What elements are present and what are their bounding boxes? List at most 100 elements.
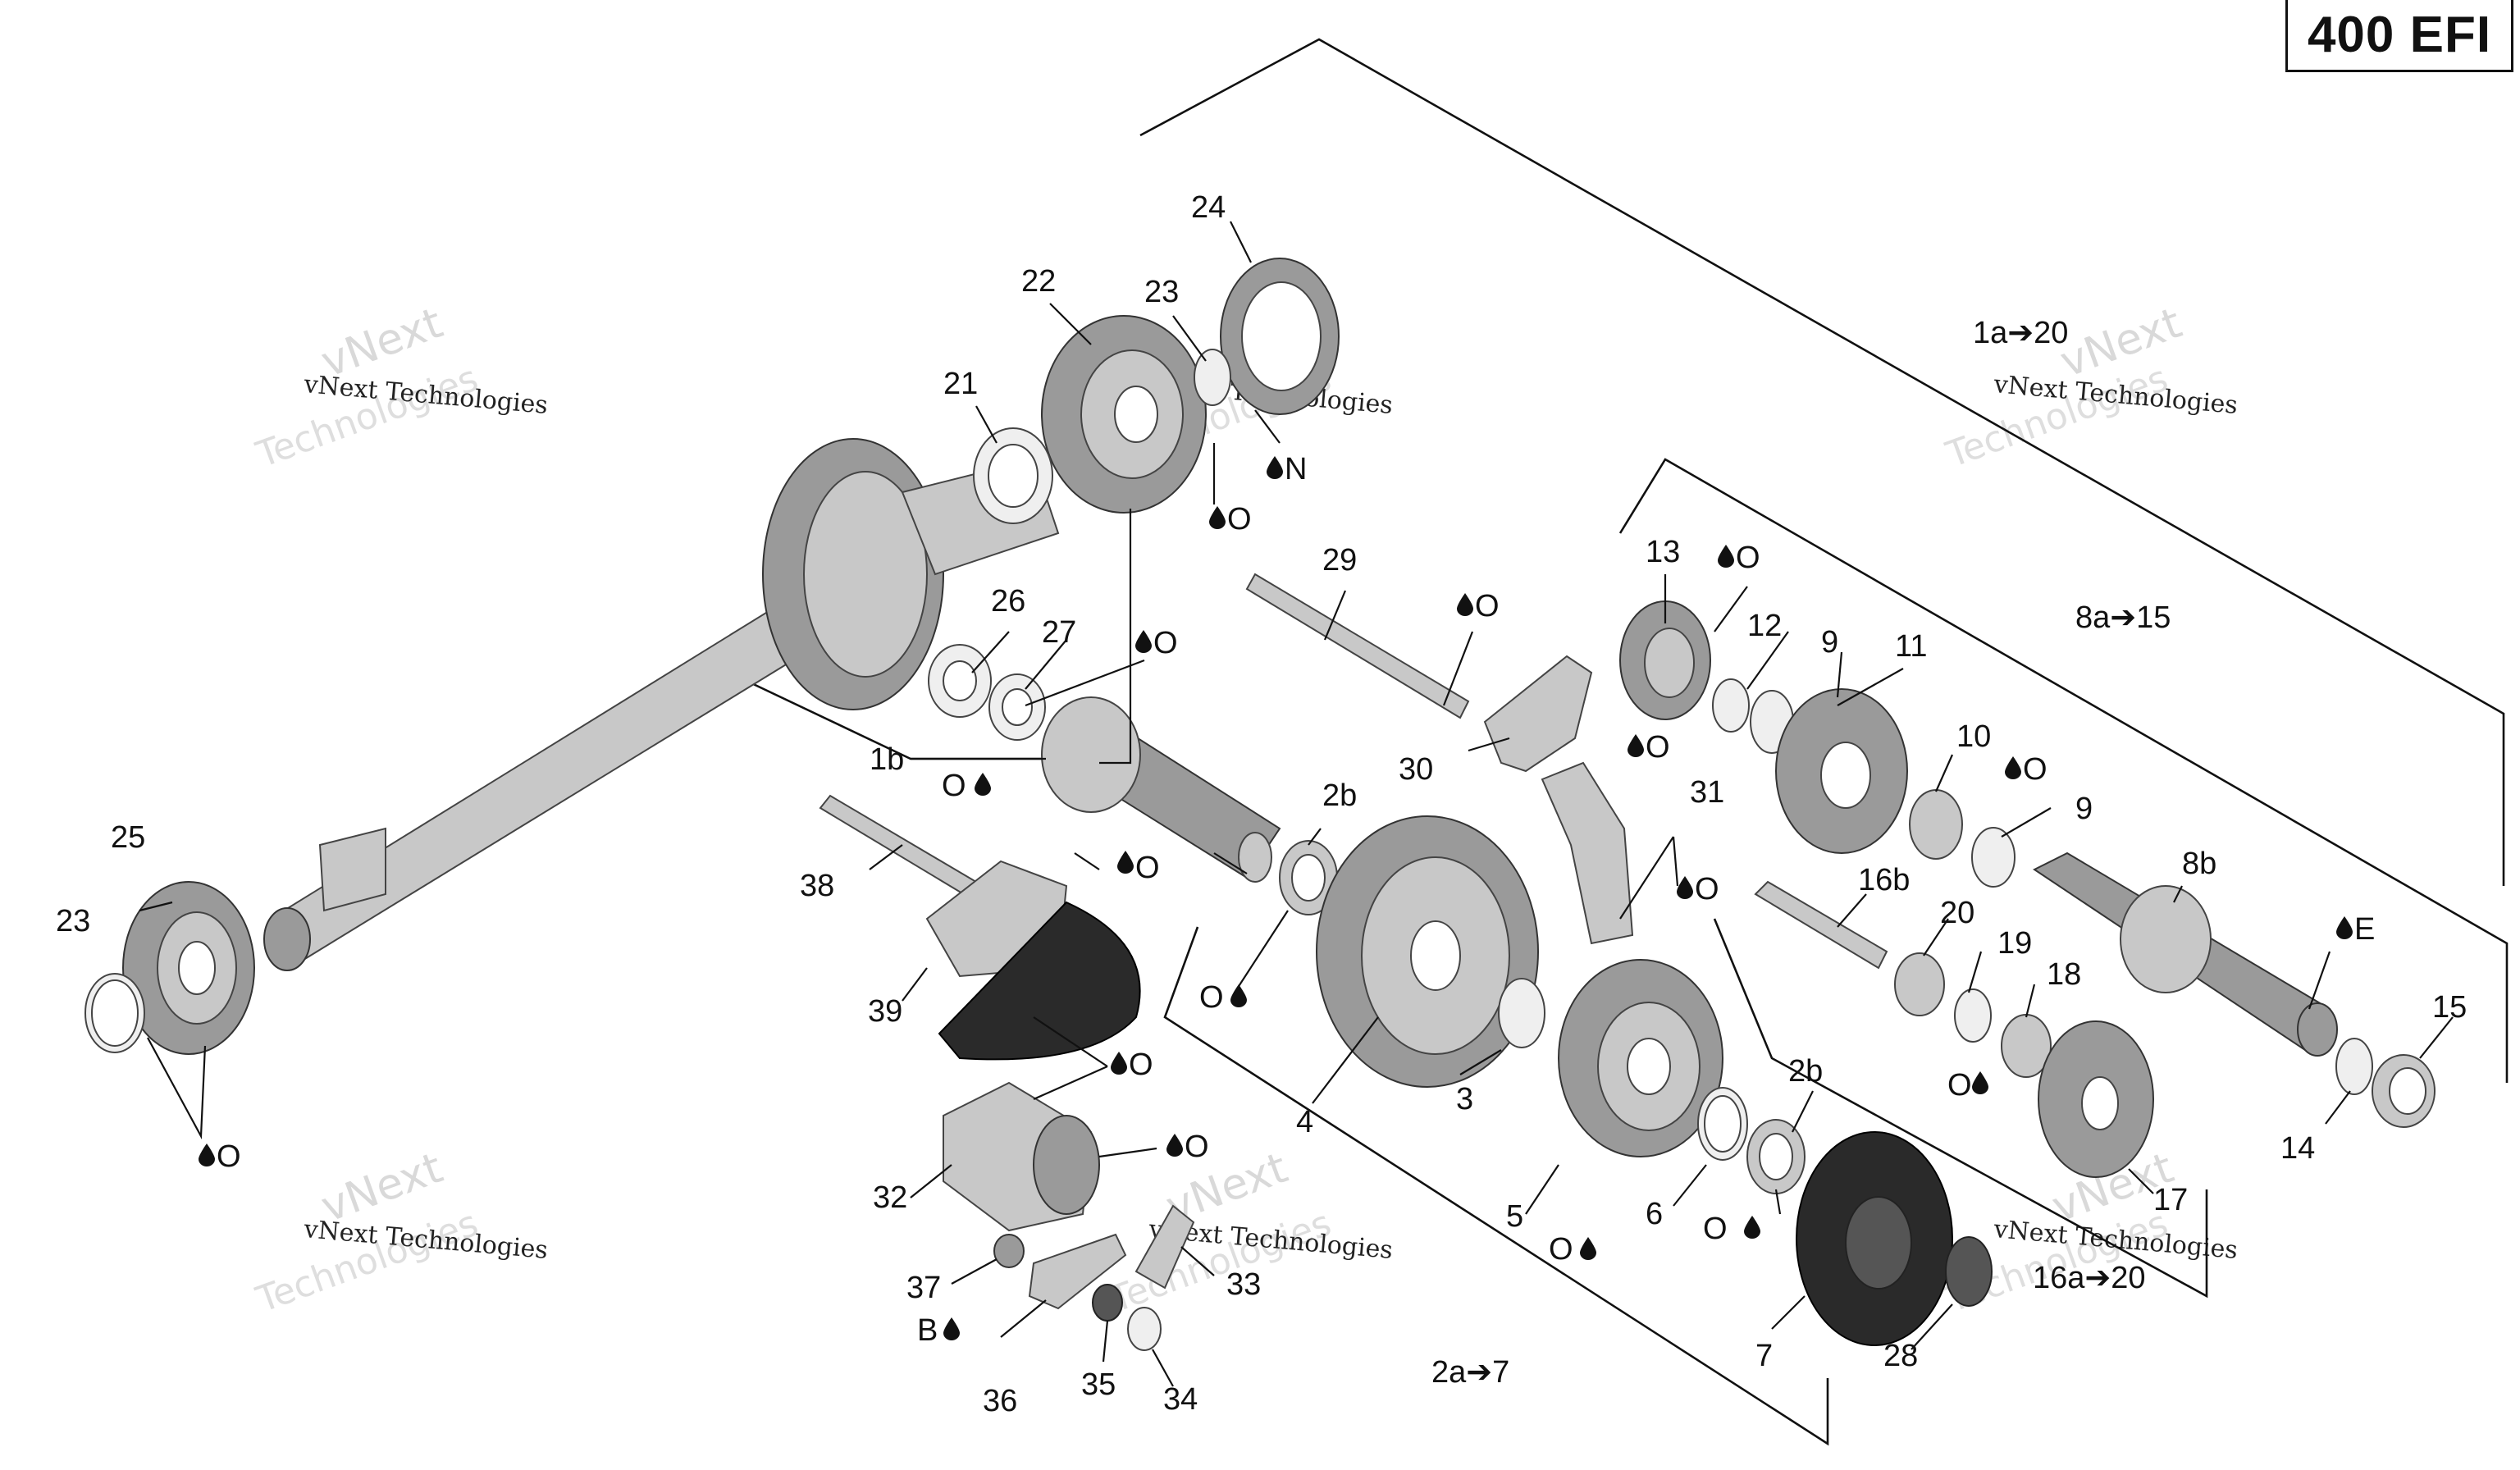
oil-drop-icon xyxy=(1111,1052,1127,1075)
callout-2b-lower: 2b xyxy=(1788,1054,1823,1089)
seal-28 xyxy=(1945,1236,1993,1307)
seal-24-hole xyxy=(1241,281,1322,391)
callout-25: 25 xyxy=(111,820,145,855)
callout-10: 10 xyxy=(1956,719,1991,754)
shift-drum-32 xyxy=(943,1081,1100,1232)
callout-O: O xyxy=(1475,589,1500,623)
callout-16b: 16b xyxy=(1858,863,1910,897)
callout-O: O xyxy=(1549,1232,1573,1267)
callout-20: 20 xyxy=(1940,896,1974,930)
oil-drop-icon xyxy=(1744,1216,1760,1239)
callout-13: 13 xyxy=(1646,535,1680,569)
callout-22: 22 xyxy=(1021,264,1056,299)
callout-33: 33 xyxy=(1226,1267,1261,1302)
bracket-8a-15 xyxy=(1618,458,2509,1083)
callout-4: 4 xyxy=(1296,1105,1313,1139)
callout-O: O xyxy=(1703,1212,1728,1246)
callout-16a-20: 16a➔20 xyxy=(2033,1261,2146,1295)
pin-16b xyxy=(1754,880,1888,970)
callout-31: 31 xyxy=(1690,775,1724,810)
callout-37: 37 xyxy=(906,1271,941,1305)
oil-drop-icon xyxy=(1209,506,1226,529)
callout-O: O xyxy=(1135,851,1160,885)
ring-19 xyxy=(1954,988,1992,1043)
callout-39: 39 xyxy=(868,994,902,1029)
callout-38: 38 xyxy=(800,869,834,903)
oil-drop-icon xyxy=(1267,456,1283,479)
callout-B: B xyxy=(917,1313,938,1348)
callout-8b: 8b xyxy=(2182,847,2216,881)
callout-O: O xyxy=(1736,541,1760,575)
oil-drop-icon xyxy=(1117,851,1134,874)
callout-29: 29 xyxy=(1322,543,1357,578)
gear-13-hub xyxy=(1644,628,1695,698)
callout-28: 28 xyxy=(1883,1339,1918,1373)
oil-drop-icon xyxy=(1628,734,1644,757)
gear-17-hole xyxy=(2081,1076,2119,1130)
watermark-top-left: vNext Technologies vNext Technologies xyxy=(250,299,549,477)
needle-bearing-2b-lower-hole xyxy=(1759,1133,1793,1180)
oil-drop-icon xyxy=(1972,1071,1988,1094)
callout-11: 11 xyxy=(1895,629,1927,664)
callout-O: O xyxy=(1129,1048,1153,1082)
shaft-8b xyxy=(2033,851,2338,1057)
ring-6-hole xyxy=(1704,1095,1742,1153)
callout-N: N xyxy=(1285,452,1307,486)
callout-6: 6 xyxy=(1646,1197,1663,1231)
bracket-16a-20 xyxy=(1713,918,2208,1299)
oil-drop-icon xyxy=(1166,1134,1183,1157)
shift-rod-29 xyxy=(1245,573,1470,719)
circlip-3 xyxy=(1498,978,1545,1048)
callout-1b: 1b xyxy=(870,742,904,777)
bushing-20 xyxy=(1894,952,1945,1016)
callout-O: O xyxy=(1153,626,1178,660)
callout-O: O xyxy=(942,769,966,803)
oil-drop-icon xyxy=(2336,916,2353,939)
gear-4 xyxy=(1316,815,1539,1088)
lever-33 xyxy=(1134,1204,1195,1290)
bracket-1a-20 xyxy=(1139,38,2505,886)
bolt-37 xyxy=(993,1234,1025,1268)
callout-2a-7: 2a➔7 xyxy=(1431,1355,1509,1390)
oil-drop-icon xyxy=(943,1317,960,1340)
shift-fork-30 xyxy=(1483,655,1593,773)
oil-drop-icon xyxy=(1677,876,1693,899)
callout-5: 5 xyxy=(1506,1199,1523,1234)
callout-23-left: 23 xyxy=(56,904,90,938)
callout-12: 12 xyxy=(1747,609,1782,643)
pinion-shaft-1b xyxy=(1041,696,1281,883)
bevel-ring-gear xyxy=(762,438,1060,710)
needle-bearing-2b-upper-hole xyxy=(1291,854,1326,902)
callout-8a-15: 8a➔15 xyxy=(2075,600,2171,635)
model-badge: 400 EFI xyxy=(2285,0,2513,72)
callout-36: 36 xyxy=(983,1384,1017,1418)
watermark-bottom-left: vNext Technologies vNext Technologies xyxy=(250,1144,549,1322)
callout-2b-upper: 2b xyxy=(1322,778,1357,813)
callout-26: 26 xyxy=(991,584,1025,619)
bearing-22 xyxy=(1041,315,1207,514)
oil-drop-icon xyxy=(199,1144,215,1166)
oil-drop-icon xyxy=(1457,593,1473,616)
callout-3: 3 xyxy=(1456,1082,1473,1116)
callout-24: 24 xyxy=(1191,190,1226,225)
callout-14: 14 xyxy=(2280,1131,2315,1166)
callout-30: 30 xyxy=(1399,752,1433,787)
callout-9-upper: 9 xyxy=(1821,625,1838,660)
callout-O: O xyxy=(1646,730,1670,765)
bracket-2a-7 xyxy=(1163,926,1829,1446)
callout-19: 19 xyxy=(1997,926,2032,961)
shim-21-hole xyxy=(988,444,1039,508)
washer-26-hole xyxy=(943,660,977,701)
callout-O: O xyxy=(1199,980,1224,1015)
callout-O: O xyxy=(2023,752,2048,787)
plate-36 xyxy=(1028,1233,1127,1310)
callout-15: 15 xyxy=(2432,990,2467,1025)
oil-drop-icon xyxy=(1135,630,1152,653)
callout-18: 18 xyxy=(2047,957,2081,992)
callout-O: O xyxy=(1227,502,1252,536)
callout-32: 32 xyxy=(873,1180,907,1215)
callout-O: O xyxy=(1185,1130,1209,1164)
callout-27: 27 xyxy=(1042,615,1076,650)
ring-23-top xyxy=(1194,349,1231,406)
